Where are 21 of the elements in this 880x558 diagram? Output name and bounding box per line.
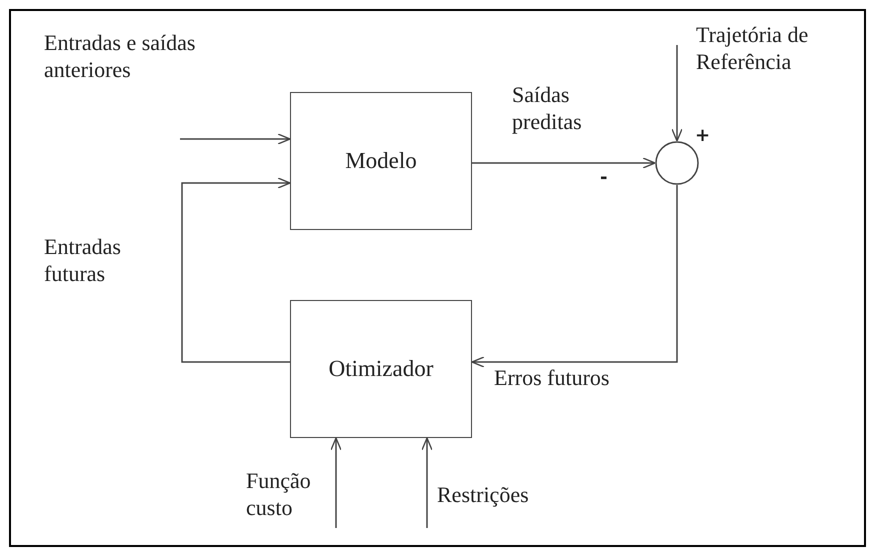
sign-label: + — [695, 125, 710, 147]
box-label: Modelo — [345, 148, 417, 174]
arrow — [471, 185, 678, 368]
summing-junction — [655, 141, 699, 185]
process-box — [290, 300, 472, 438]
signal-label: Entradas e saídas anteriores — [44, 30, 196, 84]
arrow — [330, 437, 342, 528]
signal-label: Erros futuros — [494, 365, 610, 392]
arrow — [671, 45, 683, 142]
arrow — [180, 133, 291, 145]
signal-label: Função custo — [246, 468, 312, 522]
box-label: Otimizador — [328, 356, 434, 382]
signal-label: Restrições — [437, 482, 530, 509]
arrow — [181, 177, 291, 363]
signal-label: Saídas preditas — [512, 82, 583, 136]
sign-label: - — [600, 167, 608, 189]
process-box — [290, 92, 472, 230]
arrow — [421, 437, 433, 528]
arrow — [472, 157, 656, 169]
signal-label: Trajetória de Referência — [696, 22, 810, 76]
signal-label: Entradas futuras — [44, 234, 122, 288]
